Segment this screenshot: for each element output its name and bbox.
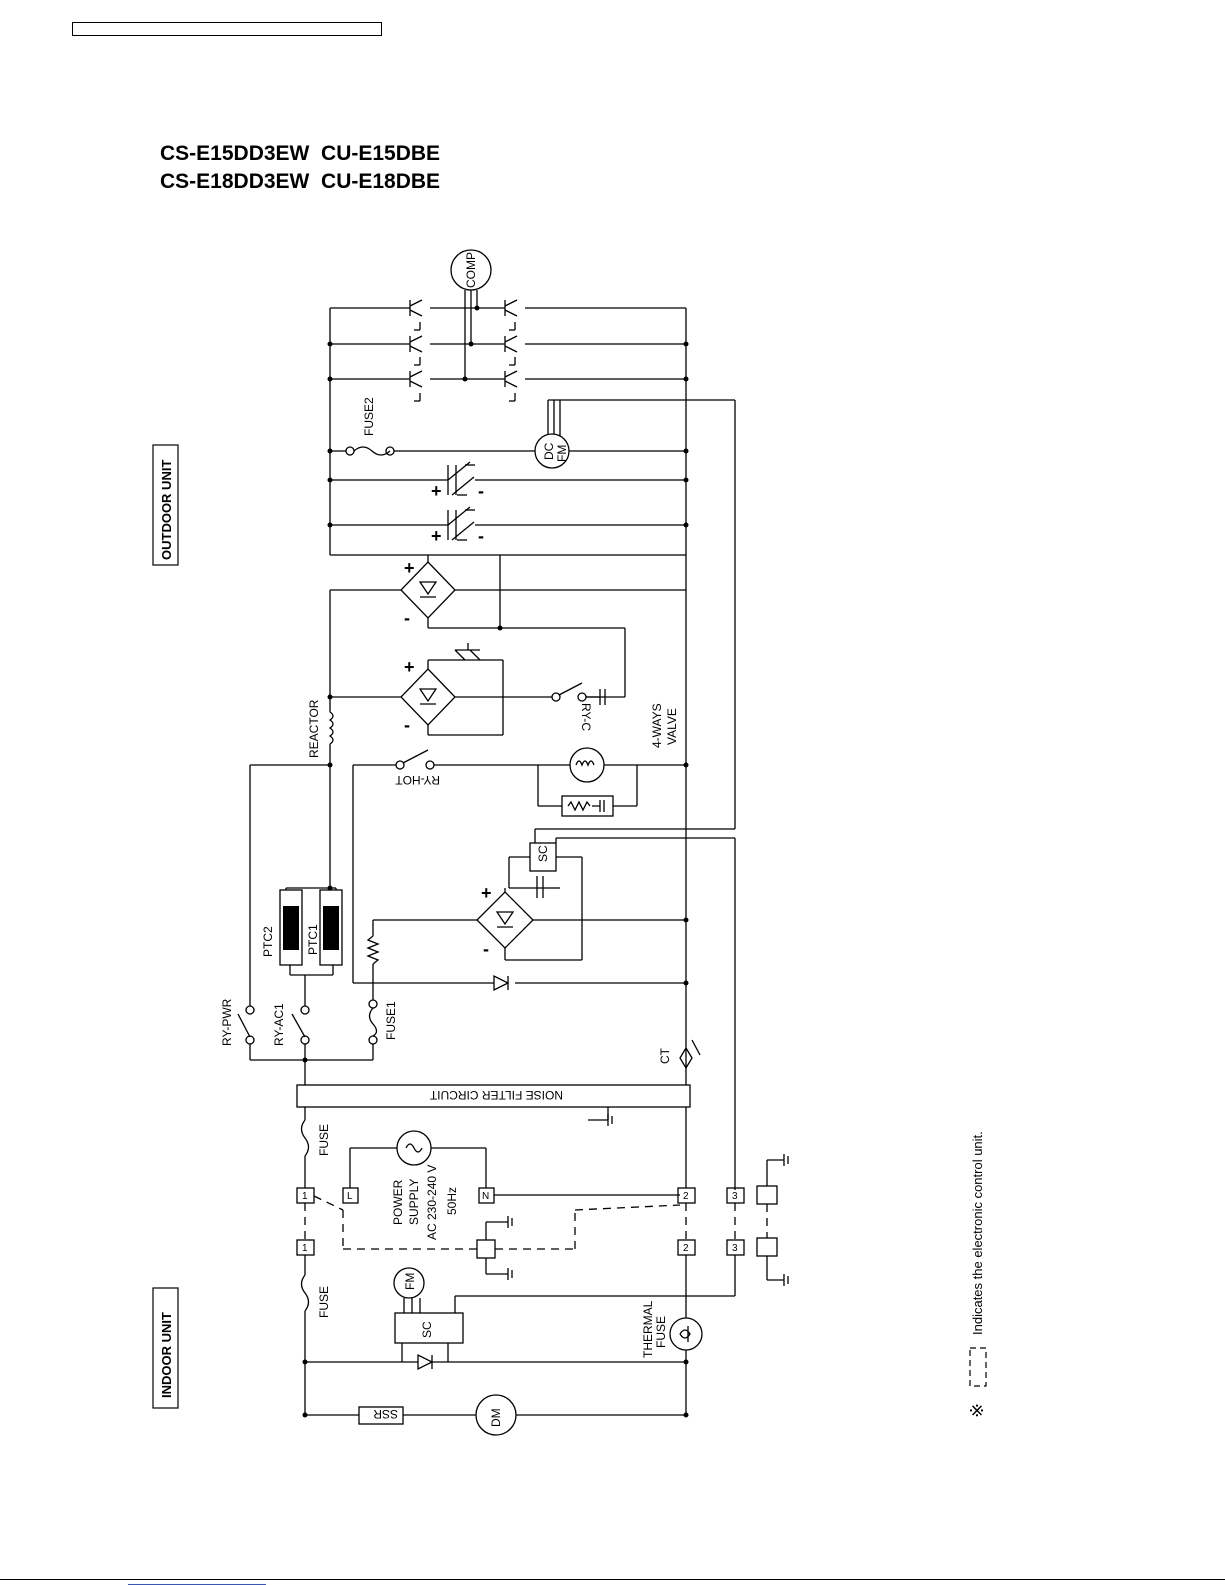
- cap2-plus: +: [431, 526, 442, 546]
- thermal-label-1: THERMAL: [641, 1300, 655, 1358]
- terminal-3-lower: 3: [732, 1243, 738, 1254]
- valve-coil-icon: [569, 747, 605, 783]
- power-label-4: 50Hz: [445, 1187, 459, 1215]
- bridge3-plus: +: [481, 883, 492, 903]
- ry-hot-label: RY-HOT: [395, 773, 440, 787]
- dc-fan-motor-icon: [534, 433, 570, 469]
- fuse2-label: FUSE2: [362, 397, 376, 436]
- power-label-1: POWER: [391, 1179, 405, 1225]
- valve-rc-icon: [561, 795, 614, 817]
- indoor-fm-label: FM: [403, 1273, 417, 1290]
- power-label-3: AC 230-240 V: [425, 1165, 439, 1240]
- sc-outdoor-label: SC: [536, 845, 550, 862]
- cap1-minus: -: [478, 481, 484, 501]
- indoor-fan-motor-icon: [393, 1267, 425, 1299]
- fuse-outdoor-label: FUSE: [317, 1124, 331, 1156]
- igbt-icon: [409, 299, 518, 402]
- comp-motor-icon: [450, 249, 492, 291]
- terminal-1-lower: 1: [302, 1243, 308, 1254]
- footer-rule: [0, 1579, 1225, 1580]
- ptc1-element-icon: [323, 906, 339, 950]
- indoor-unit-label: INDOOR UNIT: [159, 1312, 174, 1398]
- model-line-2: CS-E18DD3EW CU-E18DBE: [160, 170, 441, 193]
- damper-motor-icon: [475, 1394, 517, 1436]
- sc-outdoor-icon: [529, 842, 557, 872]
- terminal-N: N: [482, 1191, 489, 1202]
- thermal-fuse-icon: [669, 1317, 703, 1351]
- ssr-label: SSR: [373, 1407, 398, 1421]
- dc-label: DC: [542, 442, 556, 460]
- ptc2-element-icon: [283, 906, 299, 950]
- capacitor-icon: [447, 461, 544, 898]
- fuse1-label: FUSE1: [384, 1001, 398, 1040]
- ry-ac1-label: RY-AC1: [272, 1003, 286, 1046]
- ptc1-label: PTC1: [306, 924, 320, 955]
- indoor-sc-label: SC: [420, 1321, 434, 1338]
- note-text: Indicates the electronic control unit.: [970, 1131, 985, 1335]
- outdoor-unit-label: OUTDOOR UNIT: [159, 460, 174, 560]
- valve-label-2: VALVE: [665, 708, 679, 745]
- bridge2-minus: -: [404, 715, 410, 735]
- comp-label: COMP: [464, 252, 478, 288]
- thermal-label-2: FUSE: [654, 1316, 668, 1348]
- terminal-L: L: [347, 1191, 353, 1202]
- bridge1-plus: +: [404, 558, 415, 578]
- ry-pwr-label: RY-PWR: [220, 998, 234, 1046]
- fm-label: FM: [555, 445, 569, 462]
- terminal-2-lower: 2: [683, 1243, 689, 1254]
- noise-filter-label: NOISE FILTER CIRCUIT: [429, 1088, 563, 1102]
- cap1-plus: +: [431, 481, 442, 501]
- cap2-minus: -: [478, 526, 484, 546]
- power-label-2: SUPPLY: [407, 1179, 421, 1225]
- bridge3-minus: -: [483, 939, 489, 959]
- bridge1-minus: -: [404, 608, 410, 628]
- bridge2-plus: +: [404, 657, 415, 677]
- terminal-2-upper: 2: [683, 1191, 689, 1202]
- terminal-1-upper: 1: [302, 1191, 308, 1202]
- dm-label: DM: [489, 1408, 503, 1427]
- model-line-1: CS-E15DD3EW CU-E15DBE: [160, 142, 441, 165]
- valve-label-1: 4-WAYS: [650, 703, 664, 748]
- header-box: [72, 22, 382, 36]
- note-mark: ※: [967, 1403, 987, 1418]
- fuse-indoor-label: FUSE: [317, 1286, 331, 1318]
- terminal-3-upper: 3: [732, 1191, 738, 1202]
- ry-c-label: RY-C: [579, 703, 593, 731]
- reactor-label: REACTOR: [307, 699, 321, 758]
- ct-label: CT: [658, 1047, 672, 1064]
- ptc2-label: PTC2: [261, 926, 275, 957]
